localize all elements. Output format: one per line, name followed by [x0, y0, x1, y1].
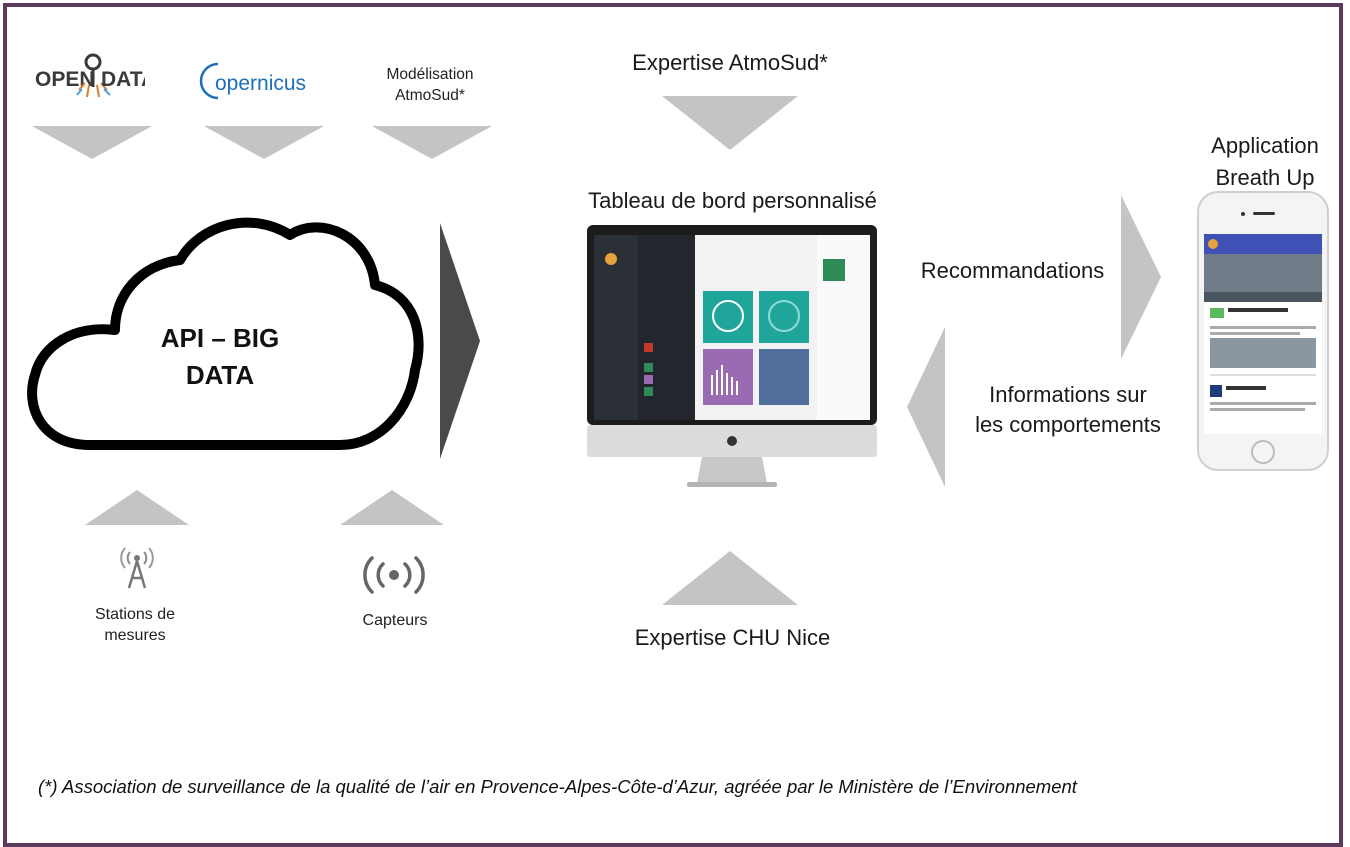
imac-dashboard	[587, 225, 877, 490]
copernicus-down-arrow	[204, 126, 324, 159]
cloud-shape	[27, 217, 424, 450]
informations-line1: Informations sur	[989, 382, 1147, 407]
copernicus-logo: opernicus	[198, 58, 323, 103]
cloud-title-line2: DATA	[185, 360, 255, 390]
app-line1: Application	[1211, 133, 1319, 158]
stations-label: Stations de mesures	[60, 604, 210, 646]
informations-label: Informations sur les comportements	[948, 380, 1188, 440]
opendata-text-left: OPEN	[35, 68, 95, 91]
stations-up-arrow	[85, 490, 189, 525]
expertise-bottom-up-arrow	[662, 551, 798, 605]
sensor-icon	[358, 555, 430, 595]
recommandations-arrow	[1121, 195, 1161, 359]
recommandations-label: Recommandations	[920, 258, 1105, 283]
opendata-text-right: DATA	[101, 68, 145, 91]
copernicus-text: opernicus	[215, 72, 306, 95]
cloud: API – BIG DATA	[20, 195, 430, 465]
stations-line1: Stations de	[94, 606, 176, 623]
opendata-logo: OPEN DATA	[33, 45, 156, 100]
modelisation-line1: Modélisation	[386, 66, 474, 83]
app-label: Application Breath Up	[1180, 130, 1350, 194]
expertise-atmosud-label: Expertise AtmoSud*	[632, 50, 828, 75]
breathup-phone	[1188, 190, 1338, 475]
modelisation-down-arrow	[372, 126, 492, 159]
opendata-down-arrow	[32, 126, 152, 159]
stations-line2: mesures	[104, 627, 166, 644]
app-line2: Breath Up	[1215, 165, 1315, 190]
capteurs-up-arrow	[340, 490, 444, 525]
big-right-arrow	[440, 223, 480, 459]
informations-line2: les comportements	[975, 412, 1161, 437]
footnote: (*) Association de surveillance de la qu…	[38, 776, 1077, 797]
expertise-top-down-arrow	[662, 96, 798, 150]
cloud-title-line1: API – BIG	[160, 323, 280, 353]
capteurs-label: Capteurs	[362, 612, 428, 629]
informations-arrow	[907, 327, 945, 487]
modelisation-line2: AtmoSud*	[395, 87, 465, 104]
dashboard-title: Tableau de bord personnalisé	[588, 188, 877, 213]
modelisation-label: Modélisation AtmoSud*	[360, 64, 500, 106]
antenna-icon	[112, 544, 162, 590]
expertise-chu-label: Expertise CHU Nice	[634, 625, 831, 650]
